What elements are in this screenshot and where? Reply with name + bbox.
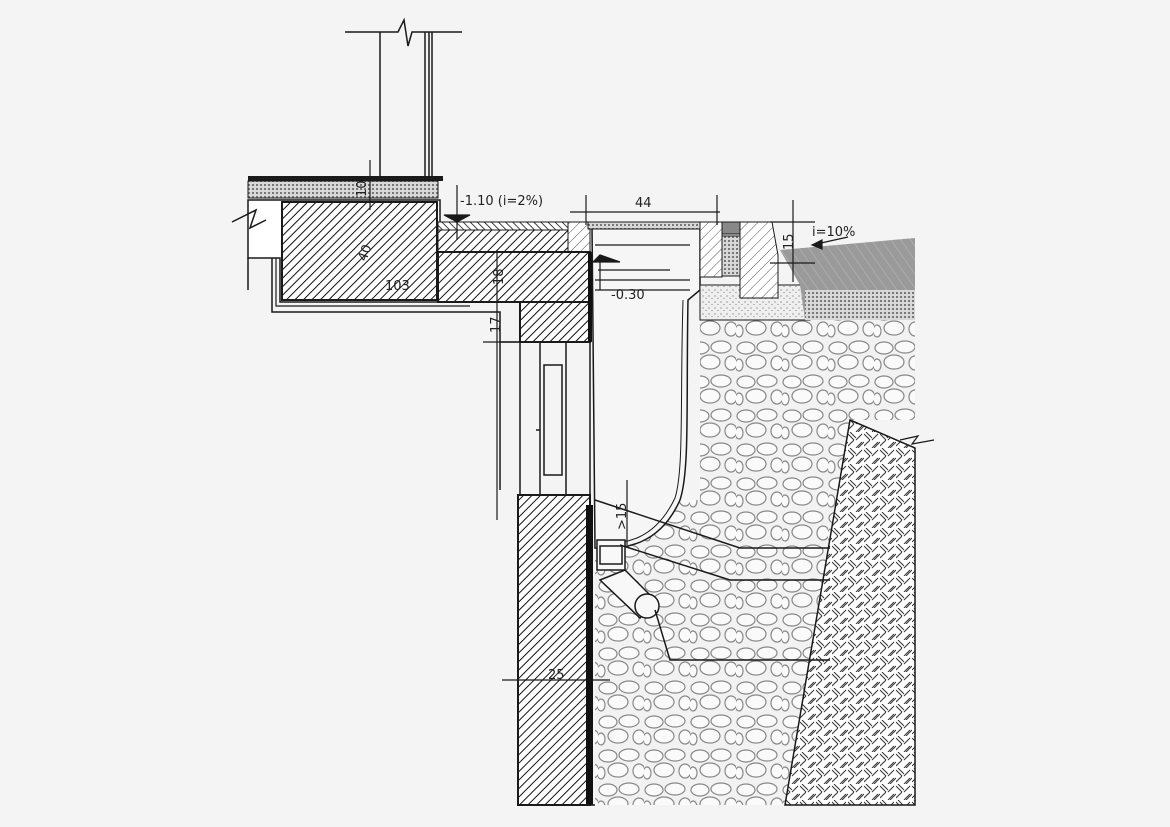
- dim-step-height: 17: [489, 316, 504, 333]
- level-inner: -0.30: [611, 288, 645, 303]
- dim-slab-depth: 40: [356, 243, 376, 264]
- dim-wall-thickness: 25: [548, 668, 565, 683]
- drain-channel: [591, 224, 701, 550]
- floor-slab: [231, 176, 501, 490]
- upper-wall: [345, 17, 462, 180]
- dim-slab-width: 103: [385, 279, 410, 294]
- drain-pipe: [594, 499, 830, 661]
- retaining-wall: [784, 418, 916, 806]
- lower-wall: [517, 494, 595, 806]
- beam: [437, 221, 592, 343]
- curb: [699, 221, 915, 321]
- gravel-fill: [595, 320, 915, 805]
- dim-pipe-clearance: >15: [615, 503, 630, 530]
- dimension-lines: [369, 160, 849, 681]
- dim-slab-finish: 10: [355, 180, 370, 197]
- ground-slope: i=10%: [812, 225, 855, 240]
- level-channel: -1.10 (i=2%): [460, 194, 543, 209]
- window-frame: [500, 341, 591, 495]
- dim-curb-height: 15: [782, 233, 797, 250]
- dim-beam-depth: 18: [492, 268, 507, 285]
- dim-channel-width: 44: [635, 196, 652, 211]
